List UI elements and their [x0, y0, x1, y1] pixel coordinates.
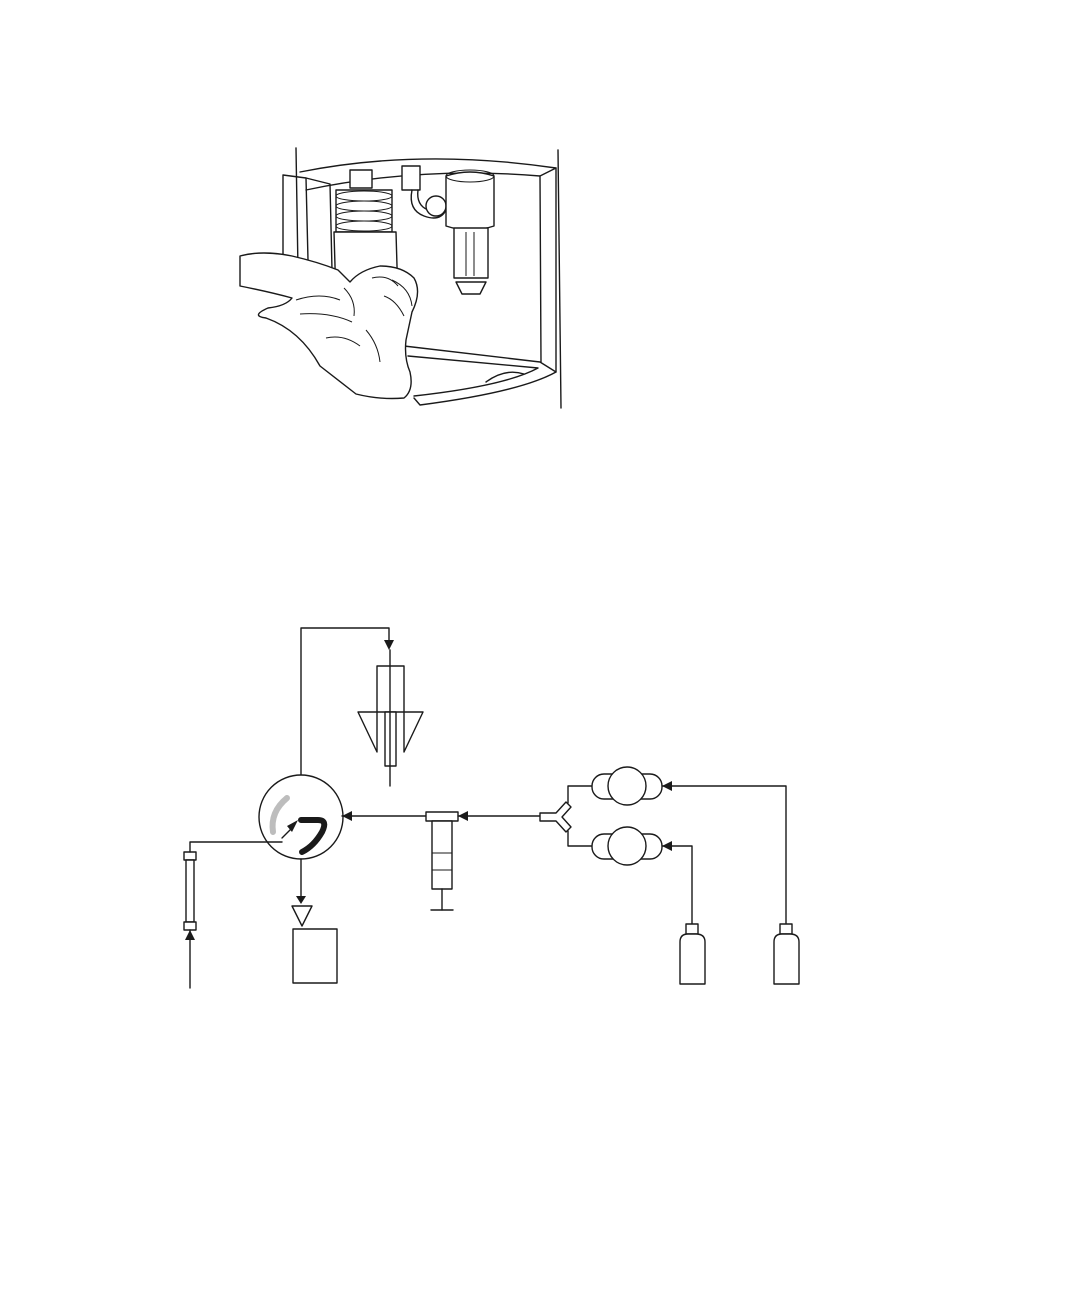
detector-icon: [358, 650, 423, 786]
pump-a-icon: [592, 767, 662, 805]
valve-to-detector-line: [301, 628, 389, 790]
injection-valve-icon: [259, 775, 343, 859]
waste-container-icon: [292, 859, 337, 983]
solvent-bottle-a-icon: [774, 924, 799, 984]
solvent-bottle-b-icon: [680, 924, 705, 984]
instrument-illustration: [240, 148, 561, 408]
flow-schematic: [184, 628, 799, 988]
pump-b-icon: [592, 827, 662, 865]
mixer-tee-icon: [540, 786, 592, 846]
hand: [240, 253, 418, 399]
column-icon: [184, 842, 282, 988]
flow-cell: [446, 170, 494, 294]
syringe-icon: [426, 812, 458, 910]
